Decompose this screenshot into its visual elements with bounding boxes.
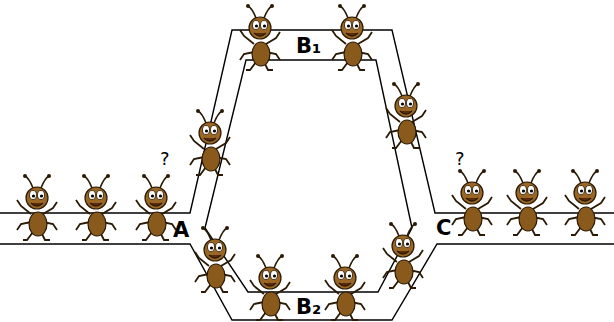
point-label: A: [173, 220, 189, 241]
question-mark: ?: [160, 150, 170, 168]
point-label: C: [436, 218, 451, 239]
path-label: B₁: [296, 36, 321, 57]
question-mark: ?: [455, 150, 465, 168]
path-label: B₂: [296, 297, 321, 318]
